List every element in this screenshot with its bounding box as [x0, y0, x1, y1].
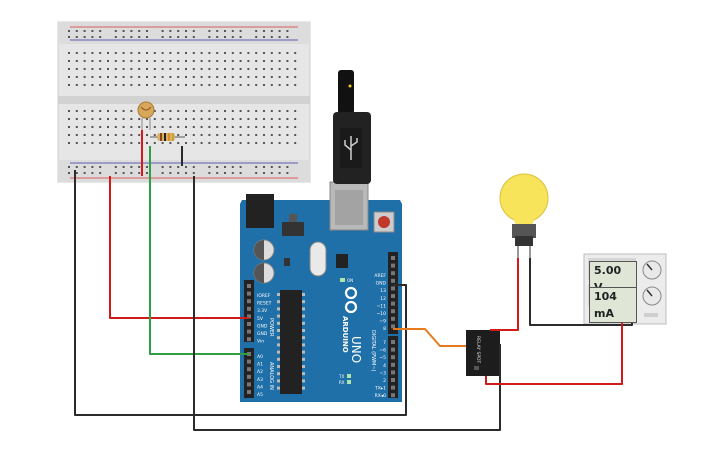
arduino-logo-text: ARDUINO [341, 316, 349, 353]
pin-label: 4 [383, 363, 386, 369]
digital-header-label: DIGITAL (PWM~) [370, 330, 376, 372]
header-pins [247, 256, 395, 398]
analog-header-label: ANALOG IN [268, 362, 274, 390]
board-model: UNO [349, 336, 363, 363]
relay[interactable]: RELAY SPDT [466, 330, 500, 376]
wire-gnd-black-1 [74, 170, 407, 416]
pin-label: Vin [257, 339, 264, 345]
pin-label: A0 [257, 354, 263, 360]
pin-label: GND [376, 281, 387, 287]
light-bulb-icon[interactable] [499, 173, 549, 258]
pin-label: A3 [257, 377, 263, 383]
power-header-label: POWER [268, 318, 274, 337]
usb-symbol-icon [344, 136, 358, 160]
pin-label: 2 [383, 378, 386, 384]
arduino-logo-icon [344, 286, 358, 314]
pin-label: AREF [374, 273, 386, 279]
pin-label: A2 [257, 369, 263, 375]
on-led-label: ON [347, 278, 353, 283]
pin-label: GND [257, 323, 268, 329]
pin-label: ~11 [377, 303, 387, 309]
current-display: 104 mA [589, 287, 637, 323]
pin-label: 3.3V [257, 308, 268, 314]
wire-a0-green [149, 176, 249, 355]
rx-led [347, 380, 351, 384]
photoresistor[interactable] [137, 101, 155, 130]
wire-pin8-orange [393, 328, 466, 347]
pin-label: RESET [257, 301, 272, 307]
pin-label: 7 [383, 340, 386, 346]
pin-label: 12 [380, 296, 386, 302]
dc-power-jack [246, 194, 274, 228]
rx-led-label: RX [339, 380, 345, 385]
pin-label: ~9 [379, 319, 386, 325]
tx-led-label: TX [338, 374, 344, 379]
breadboard[interactable] [57, 21, 311, 183]
usb-cable[interactable] [333, 70, 371, 184]
on-led [340, 278, 345, 282]
pin-label: TX▸1 [374, 386, 386, 392]
pin-label: ~10 [377, 311, 387, 317]
cable-spark-icon [348, 84, 352, 88]
pin-labels: IOREFRESET3.3V5VGNDGNDVinA0A1A2A3A4A5ARE… [257, 273, 387, 399]
wire-5v-red [109, 176, 249, 319]
wire-gnd-black-2 [193, 176, 501, 431]
pin-label: 5V [257, 316, 264, 322]
tx-led [347, 374, 351, 378]
pin-label: RX◂0 [375, 393, 386, 399]
pin-label: GND [257, 331, 268, 337]
arduino-board[interactable]: ARDUINO UNO POWER ANALOG IN DIGITAL (PWM… [240, 181, 402, 402]
pin-label: 8 [383, 326, 386, 332]
pin-label: A5 [257, 392, 263, 398]
pin-label: ~6 [379, 348, 386, 354]
pin-label: A1 [257, 362, 263, 368]
wire-relay-bulb-red [490, 258, 519, 331]
wire-relay-psu-red [485, 316, 623, 385]
pin-label: 13 [380, 288, 386, 294]
breadboard-holes [68, 30, 297, 174]
resistor[interactable] [150, 133, 185, 141]
pin-label: A4 [257, 384, 263, 390]
pin-label: ~5 [379, 355, 386, 361]
pin-label: ~3 [379, 370, 386, 376]
pin-label: IOREF [257, 293, 271, 299]
chip-pins [277, 293, 305, 390]
microcontroller-chip [280, 290, 302, 394]
relay-label: RELAY SPDT [475, 336, 481, 364]
